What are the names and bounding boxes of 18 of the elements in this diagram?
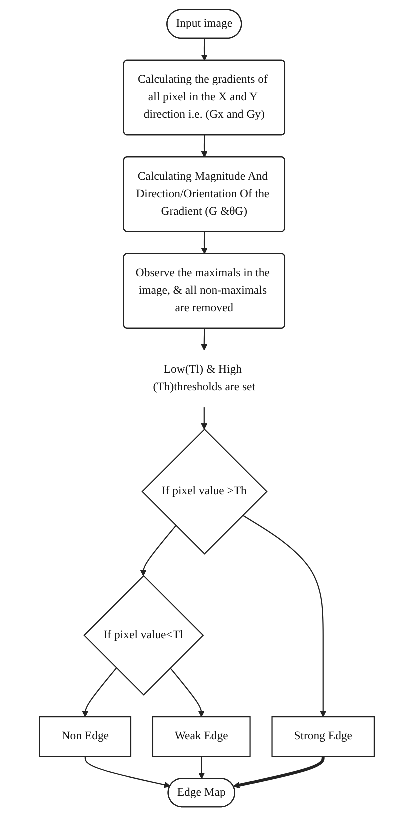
- arrow: [82, 668, 117, 718]
- arrow: [140, 525, 176, 576]
- node-diamond: If pixel value<Tl: [83, 575, 204, 696]
- arrow: [201, 328, 208, 351]
- arrow: [242, 515, 326, 718]
- node-text: Low(Tl) & High (Th)thresholds are set: [153, 364, 256, 394]
- arrow: [201, 408, 208, 430]
- arrow: [170, 668, 205, 718]
- arrow: [84, 756, 171, 788]
- node-box: Non Edge: [39, 716, 132, 758]
- node-box: Weak Edge: [152, 716, 251, 758]
- node-box: Strong Edge: [272, 716, 375, 758]
- arrow: [201, 232, 208, 254]
- arrow: [201, 38, 208, 62]
- arrow: [198, 756, 205, 780]
- arrow: [201, 135, 208, 158]
- arrow: [233, 756, 325, 789]
- node-diamond: If pixel value >Th: [142, 428, 268, 555]
